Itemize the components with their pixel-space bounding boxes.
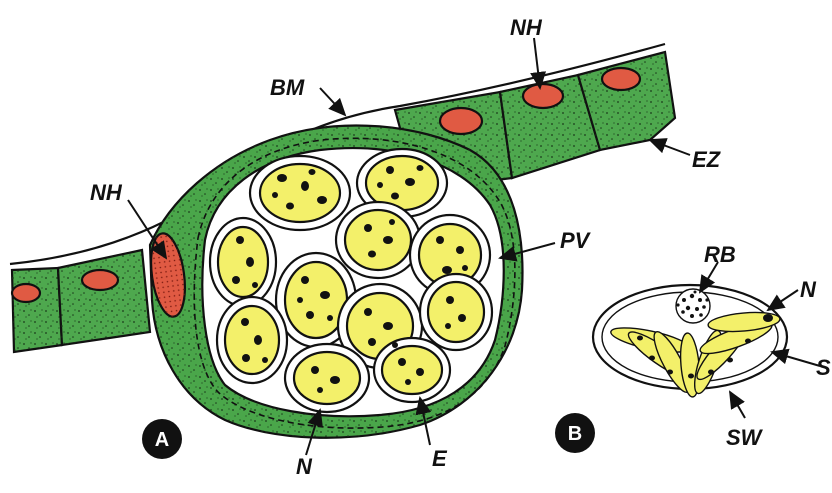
sporocyst-detail (593, 285, 787, 398)
panel-label-a: A (155, 429, 169, 451)
residual-body (676, 289, 710, 323)
label-n-bottom: N (296, 454, 313, 479)
panel-badge-a: A (142, 419, 182, 459)
host-nucleus (440, 108, 482, 134)
label-nh-left: NH (90, 180, 123, 205)
label-bm: BM (270, 75, 305, 100)
label-sw: SW (726, 425, 764, 450)
label-ez: EZ (692, 147, 722, 172)
label-s-right: S (816, 355, 831, 380)
host-nucleus (602, 68, 640, 90)
pointer-sw (730, 392, 745, 418)
pointer-ez (650, 140, 690, 155)
label-nh-top: NH (510, 15, 543, 40)
pointer-nh-top (534, 38, 540, 88)
label-rb: RB (704, 242, 736, 267)
host-nucleus (12, 284, 40, 302)
label-n-right: N (800, 277, 817, 302)
panel-label-b: B (568, 423, 582, 445)
host-nucleus (82, 270, 118, 290)
label-pv: PV (560, 228, 592, 253)
label-e-bottom: E (432, 446, 448, 471)
pointer-bm (320, 88, 345, 115)
host-nucleus (523, 84, 563, 108)
pointer-n-right (768, 290, 798, 310)
panel-badge-b: B (555, 413, 595, 453)
